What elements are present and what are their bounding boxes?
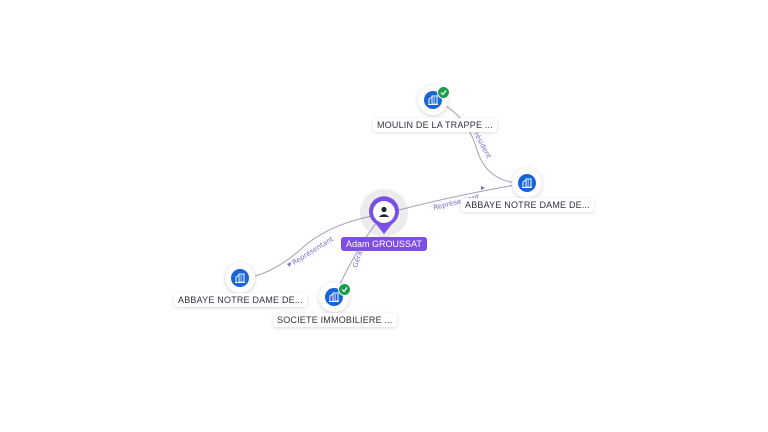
company-label-moulin[interactable]: MOULIN DE LA TRAPPE ... xyxy=(373,118,497,132)
company-label-societe[interactable]: SOCIETE IMMOBILIERE ... xyxy=(273,313,397,327)
company-label-abbaye-right[interactable]: ABBAYE NOTRE DAME DE... xyxy=(461,198,594,212)
edge-arrow-left xyxy=(287,262,291,267)
verified-check-icon xyxy=(437,86,450,99)
company-node-circle[interactable] xyxy=(319,282,351,312)
company-node-circle[interactable] xyxy=(512,168,542,198)
building-icon xyxy=(231,269,249,287)
edge-label-president: Président xyxy=(470,127,493,160)
edge-person-to-abbaye-right xyxy=(383,182,528,215)
edge-person-to-abbaye-left xyxy=(239,213,385,280)
company-label-abbaye-left[interactable]: ABBAYE NOTRE DAME DE... xyxy=(174,293,307,307)
edge-arrow-right xyxy=(481,186,485,190)
company-node-circle[interactable] xyxy=(225,263,255,293)
edge-abbaye-right-to-moulin xyxy=(432,99,528,184)
person-icon xyxy=(378,206,390,217)
person-pin[interactable] xyxy=(367,195,401,235)
building-icon xyxy=(518,174,536,192)
verified-check-icon xyxy=(338,283,351,296)
company-node-circle[interactable] xyxy=(418,85,450,115)
person-name-label[interactable]: Adam GROUSSAT xyxy=(341,237,427,251)
